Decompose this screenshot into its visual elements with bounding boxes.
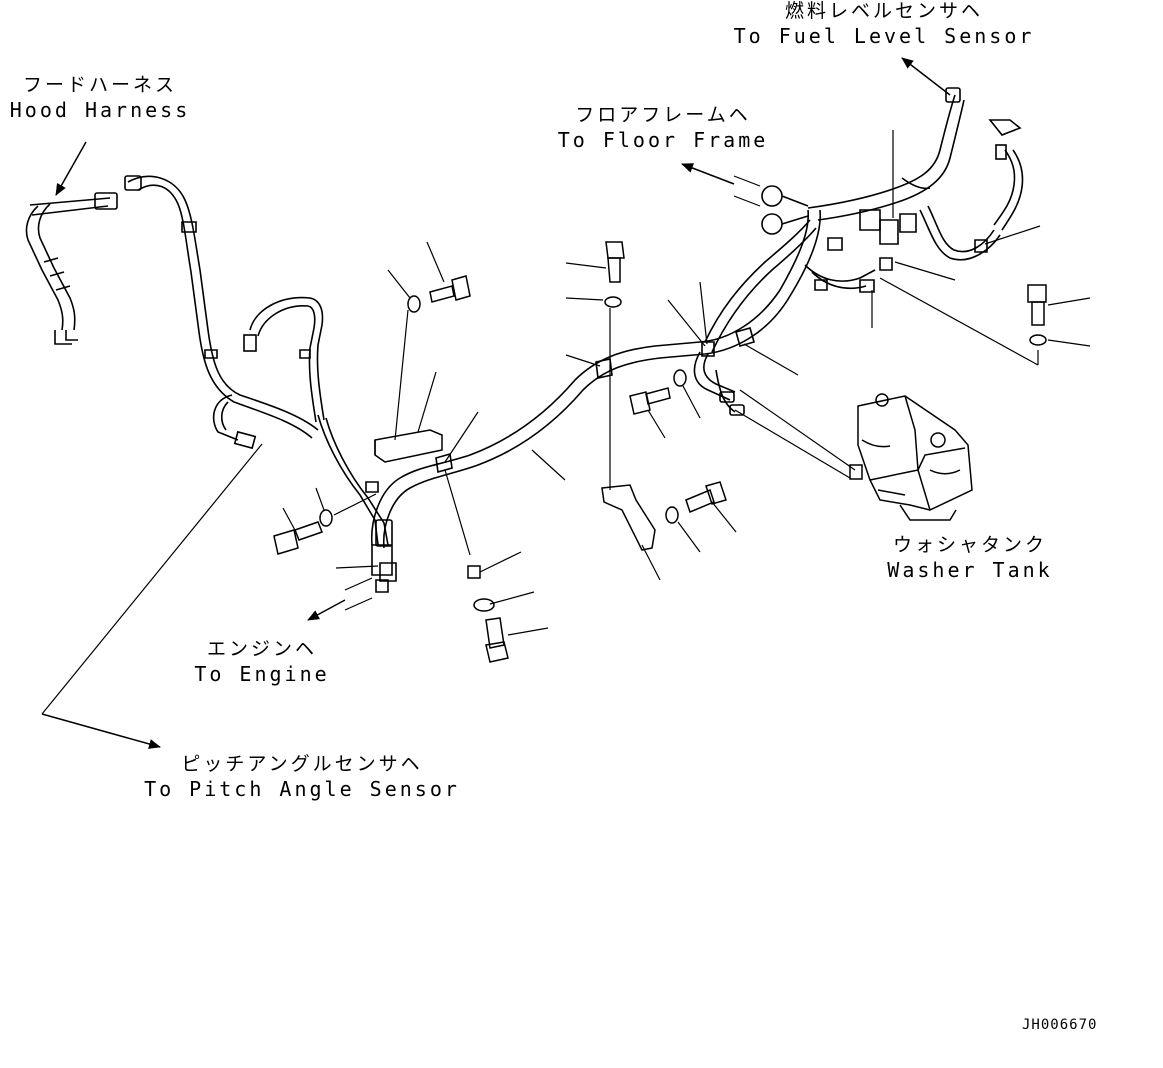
washer-tank-label: ウォシャタンク Washer Tank xyxy=(887,534,1052,583)
floor-frame-bracket xyxy=(733,175,761,207)
leader-lines xyxy=(282,130,1091,636)
fuel-level-sensor-label: 燃料レベルセンサヘ To Fuel Level Sensor xyxy=(734,0,1035,49)
main-harness xyxy=(370,209,822,593)
pitch-sensor-leader xyxy=(41,443,263,749)
pitch-angle-sensor-label-ja: ピッチアングルセンサヘ xyxy=(181,753,423,775)
engine-arrow xyxy=(307,599,346,621)
bolt-1 xyxy=(429,275,471,303)
hood-harness-arrow xyxy=(55,141,87,196)
pitch-angle-sensor-label-en: To Pitch Angle Sensor xyxy=(144,776,460,801)
hood-harness xyxy=(25,192,118,345)
bolt-6 xyxy=(485,617,509,663)
washer-1 xyxy=(407,295,421,313)
floor-frame-arrow xyxy=(681,163,735,185)
washer-tank-label-ja: ウォシャタンク xyxy=(892,534,1048,556)
fuel-sensor-arrow xyxy=(901,57,951,96)
floor-frame-label: フロアフレームヘ To Floor Frame xyxy=(558,104,769,153)
washer-4 xyxy=(665,506,679,524)
bolt-2 xyxy=(605,241,625,283)
drawing-id: JH006670 xyxy=(1022,1017,1098,1033)
floor-frame-label-en: To Floor Frame xyxy=(557,127,769,152)
washer-tank xyxy=(849,393,973,521)
hood-harness-label: フードハーネス Hood Harness xyxy=(10,74,191,123)
pitch-angle-sensor-label: ピッチアングルセンサヘ To Pitch Angle Sensor xyxy=(144,753,460,802)
engine-label-ja: エンジンヘ xyxy=(206,638,317,660)
washer-tank-label-en: Washer Tank xyxy=(887,557,1053,582)
bracket-1 xyxy=(374,429,443,463)
fasteners xyxy=(273,241,1047,663)
fuel-level-sensor-label-ja: 燃料レベルセンサヘ xyxy=(784,0,984,22)
washer-7 xyxy=(1029,334,1047,346)
bolt-3 xyxy=(629,387,671,415)
bolt-5 xyxy=(273,521,323,555)
left-harness-branch xyxy=(124,175,389,546)
engine-label: エンジンヘ To Engine xyxy=(194,638,329,687)
bolt-4 xyxy=(685,481,727,514)
washer-6 xyxy=(473,598,495,612)
washer-3 xyxy=(673,369,687,387)
hood-harness-label-en: Hood Harness xyxy=(9,97,191,122)
engine-label-en: To Engine xyxy=(194,661,330,686)
fuel-level-sensor-label-en: To Fuel Level Sensor xyxy=(733,23,1035,48)
bolt-7 xyxy=(1027,284,1047,326)
nut-1 xyxy=(467,565,481,579)
bracket-2 xyxy=(601,484,656,551)
hood-harness-label-ja: フードハーネス xyxy=(22,74,177,96)
floor-frame-label-ja: フロアフレームヘ xyxy=(575,104,751,126)
upper-right-harness xyxy=(761,87,1024,293)
engine-bracket xyxy=(344,577,373,611)
washer-2 xyxy=(604,296,622,308)
washer-5 xyxy=(319,509,333,527)
